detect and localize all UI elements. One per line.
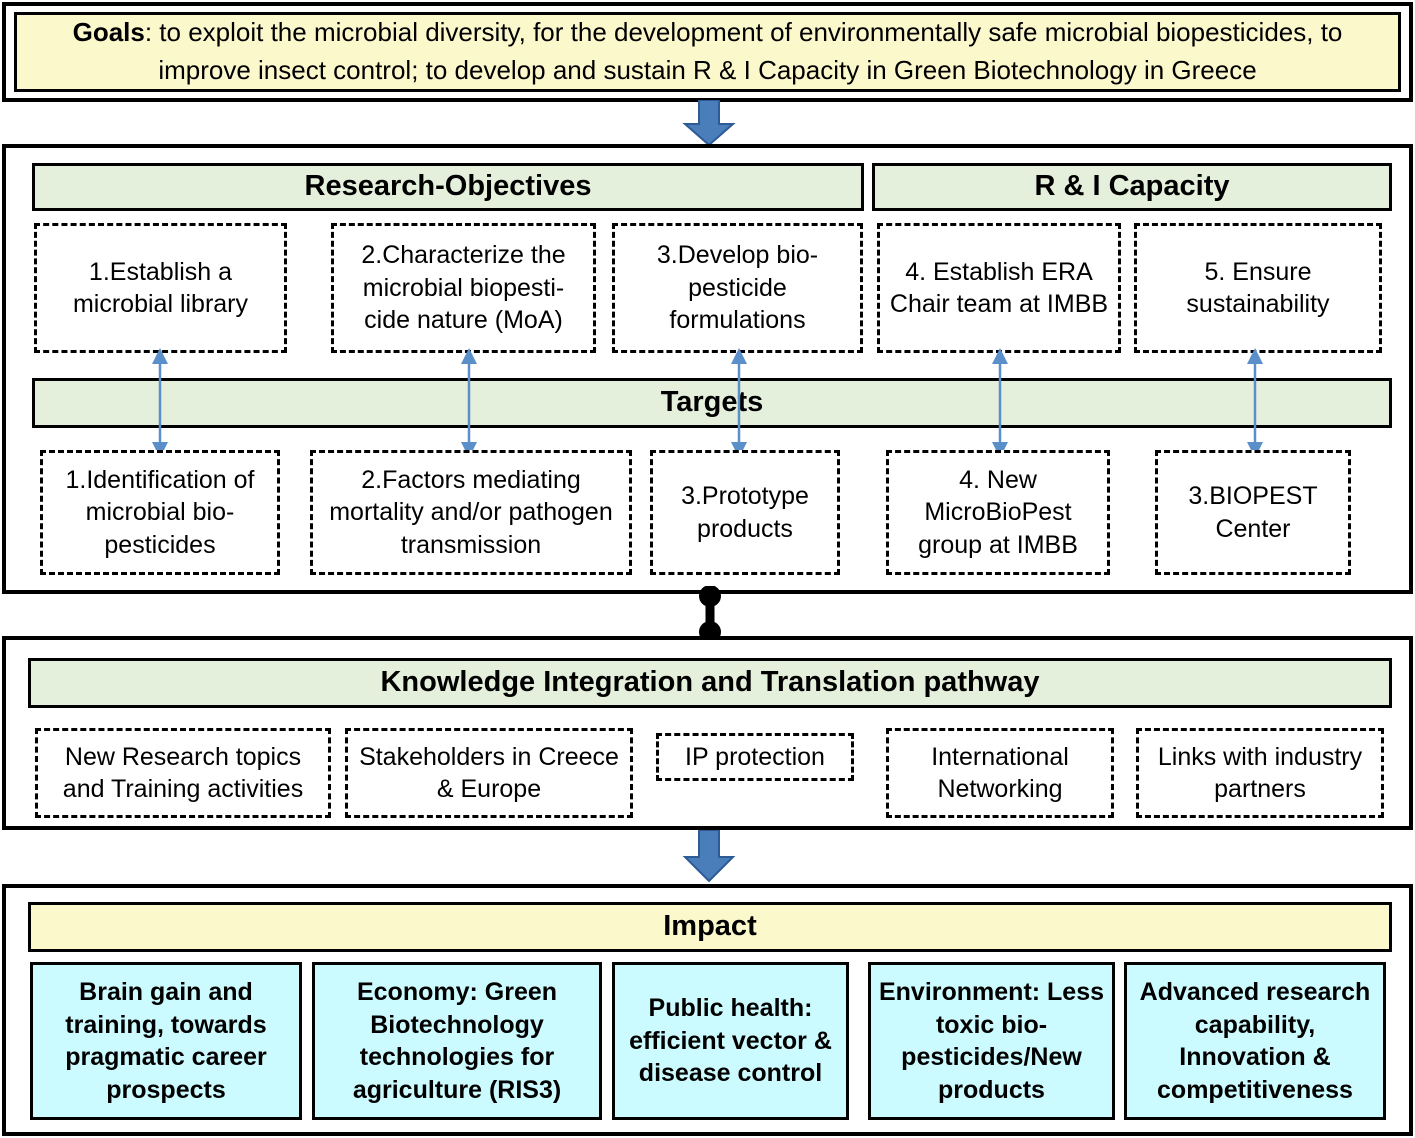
impact-box-1[interactable]: Brain gain and training, towards pragmat… [30, 962, 302, 1120]
target-box-5[interactable]: 3.BIOPEST Center [1155, 450, 1351, 575]
objective-box-5-label: 5. Ensure sustainability [1186, 257, 1330, 319]
target-box-4-label: 4. New MicroBioPest group at IMBB [918, 465, 1078, 559]
link-arrow-2 [457, 348, 481, 458]
banner-impact: Impact [28, 902, 1392, 952]
impact-box-5[interactable]: Advanced research capability, Innovation… [1124, 962, 1386, 1120]
goals-separator: : [144, 17, 160, 48]
banner-targets: Targets [32, 378, 1392, 428]
link-arrow-1 [148, 348, 172, 458]
link-arrow-4 [988, 348, 1012, 458]
goals-body: to exploit the microbial diversity, for … [158, 17, 1343, 85]
knowledge-box-5-label: Links with industry partners [1157, 742, 1363, 804]
banner-impact-label: Impact [663, 910, 757, 943]
arrow-knowledge-to-impact [681, 829, 737, 883]
knowledge-box-4[interactable]: International Networking [886, 728, 1114, 818]
target-box-2-label: 2.Factors mediating mortality and/or pat… [329, 465, 613, 559]
target-box-5-label: 3.BIOPEST Center [1188, 482, 1318, 543]
impact-box-4[interactable]: Environment: Less toxic bio-pesticides/N… [868, 962, 1115, 1120]
target-box-3[interactable]: 3.Prototype products [650, 450, 840, 575]
knowledge-box-2[interactable]: Stakeholders in Creece & Europe [345, 728, 633, 818]
knowledge-box-1-label: New Research topics and Training activit… [62, 742, 304, 804]
banner-knowledge-pathway: Knowledge Integration and Translation pa… [28, 658, 1392, 708]
connector-targets-to-knowledge [690, 585, 730, 643]
objective-box-5[interactable]: 5. Ensure sustainability [1134, 223, 1382, 353]
impact-box-5-label: Advanced research capability, Innovation… [1139, 978, 1371, 1104]
target-box-1-label: 1.Identification of microbial bio-pestic… [65, 465, 255, 559]
target-box-2[interactable]: 2.Factors mediating mortality and/or pat… [310, 450, 632, 575]
goals-banner [14, 12, 1401, 92]
objective-box-2[interactable]: 2.Characterize the microbial biopesti-ci… [331, 223, 596, 353]
impact-box-2[interactable]: Economy: Green Biotechnology technologie… [312, 962, 602, 1120]
knowledge-box-3-label: IP protection [685, 742, 825, 771]
arrow-goals-to-objectives [681, 99, 737, 147]
objective-box-1[interactable]: 1.Establish a microbial library [34, 223, 287, 353]
banner-ri-capacity: R & I Capacity [872, 163, 1392, 211]
knowledge-box-1[interactable]: New Research topics and Training activit… [35, 728, 331, 818]
goals-text: Goals: to exploit the microbial diversit… [14, 12, 1401, 92]
impact-box-2-label: Economy: Green Biotechnology technologie… [352, 978, 562, 1104]
link-arrow-3 [727, 348, 751, 458]
banner-knowledge-pathway-label: Knowledge Integration and Translation pa… [380, 666, 1040, 699]
objective-box-3-label: 3.Develop bio-pesticide formulations [656, 241, 819, 335]
link-arrow-5 [1243, 348, 1267, 458]
banner-targets-label: Targets [660, 386, 764, 419]
impact-box-3[interactable]: Public health: efficient vector & diseas… [612, 962, 849, 1120]
impact-box-3-label: Public health: efficient vector & diseas… [629, 994, 832, 1088]
objective-box-4[interactable]: 4. Establish ERA Chair team at IMBB [877, 223, 1121, 353]
objective-box-1-label: 1.Establish a microbial library [72, 257, 249, 319]
banner-ri-capacity-label: R & I Capacity [1034, 170, 1230, 203]
objective-box-4-label: 4. Establish ERA Chair team at IMBB [889, 257, 1109, 319]
impact-box-1-label: Brain gain and training, towards pragmat… [65, 978, 267, 1104]
knowledge-box-3[interactable]: IP protection [656, 733, 854, 781]
impact-box-4-label: Environment: Less toxic bio-pesticides/N… [878, 978, 1105, 1104]
goals-label: Goals [72, 17, 145, 48]
objective-box-3[interactable]: 3.Develop bio-pesticide formulations [612, 223, 863, 353]
target-box-1[interactable]: 1.Identification of microbial bio-pestic… [40, 450, 280, 575]
target-box-3-label: 3.Prototype products [681, 482, 809, 543]
banner-research-objectives-label: Research-Objectives [304, 170, 592, 203]
knowledge-box-4-label: International Networking [931, 742, 1069, 804]
banner-research-objectives: Research-Objectives [32, 163, 864, 211]
target-box-4[interactable]: 4. New MicroBioPest group at IMBB [886, 450, 1110, 575]
objective-box-2-label: 2.Characterize the microbial biopesti-ci… [361, 241, 566, 335]
knowledge-box-2-label: Stakeholders in Creece & Europe [359, 742, 619, 804]
knowledge-box-5[interactable]: Links with industry partners [1136, 728, 1384, 818]
